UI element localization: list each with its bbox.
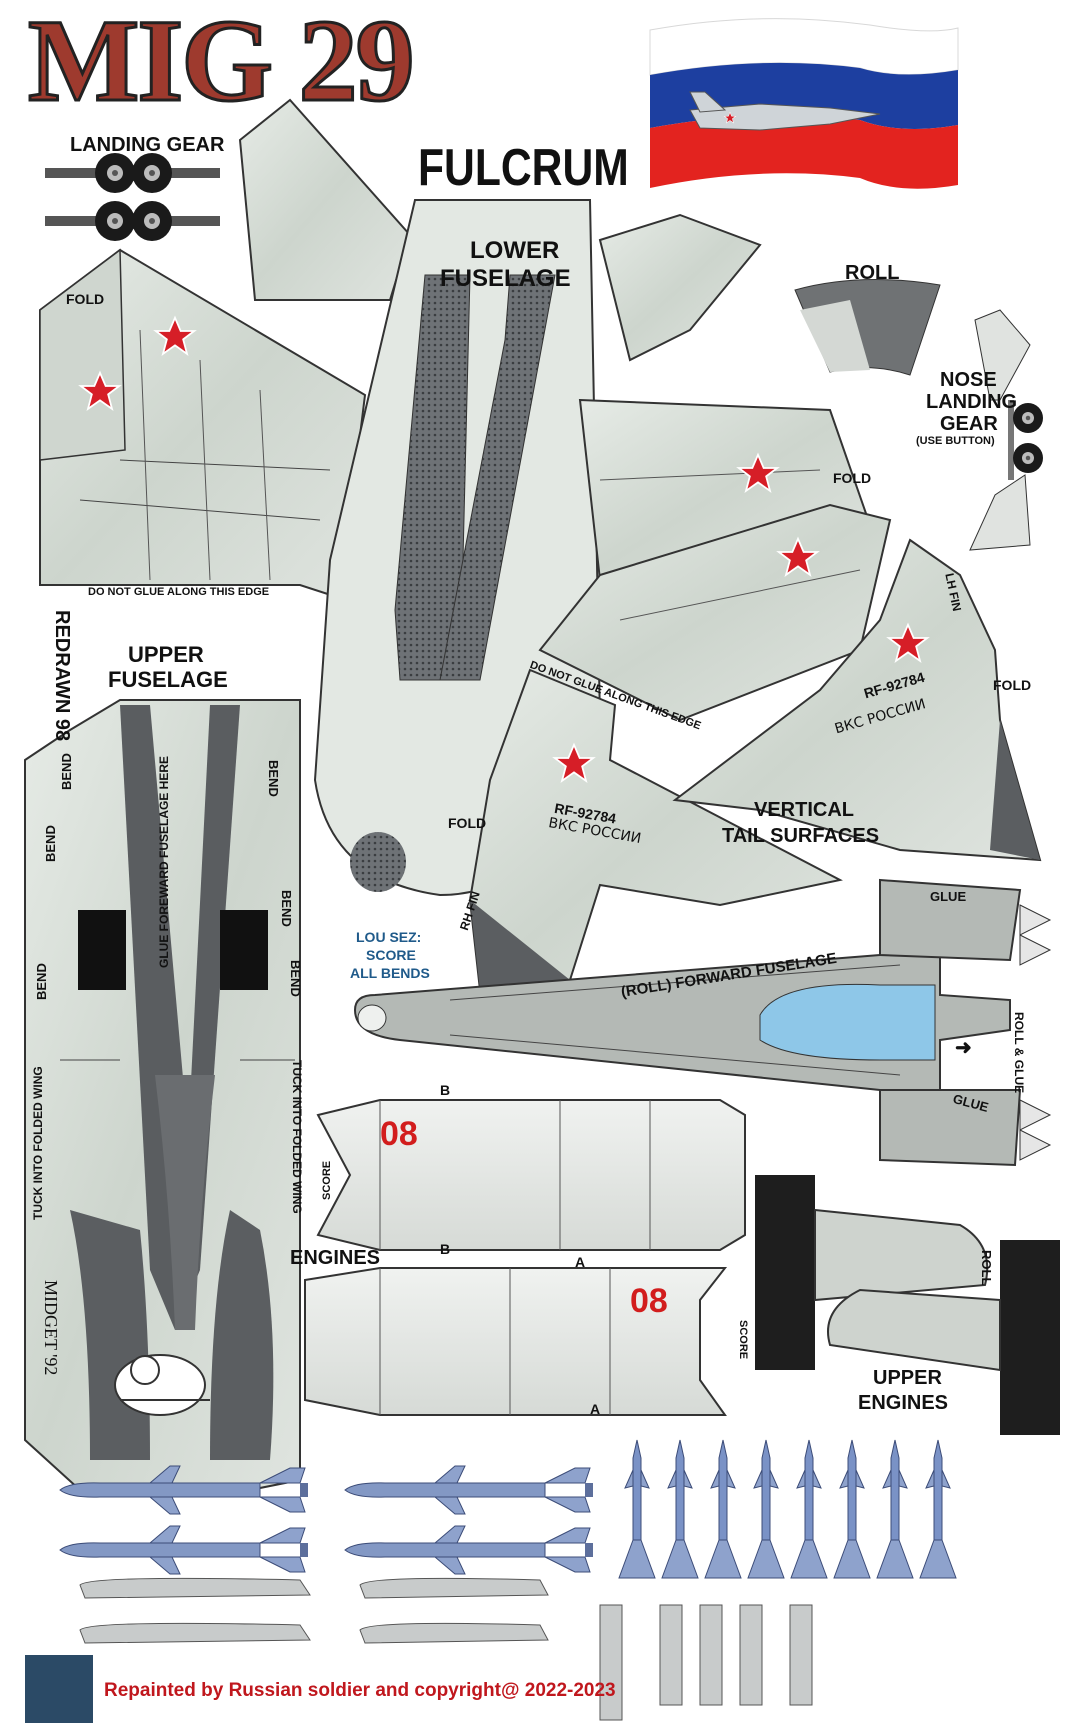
upper-fuselage-label-2: FUSELAGE [108, 667, 228, 692]
credit-text: Repainted by Russian soldier and copyrig… [104, 1680, 616, 1701]
forward-fuselage-part [353, 878, 1052, 1167]
engine-letter-b-bottom: B [440, 1241, 451, 1257]
do-not-glue-left: DO NOT GLUE ALONG THIS EDGE [88, 586, 270, 598]
avatar [25, 1655, 93, 1723]
bend-label-3: BEND [34, 963, 49, 1000]
russian-flag [649, 18, 959, 189]
nose-gear-label-1: NOSE [940, 369, 997, 391]
nose-gear-label-2: LANDING [926, 391, 1018, 413]
lou-sez-label-3: ALL BENDS [350, 965, 430, 981]
missiles-vertical [599, 1439, 957, 1721]
score-label-left: SCORE [321, 1160, 333, 1200]
arrow-icon: ➜ [955, 1037, 972, 1059]
bend-label-2: BEND [43, 825, 58, 862]
redrawn-label: REDRAWN 98 [51, 610, 73, 742]
roll-glue-label: ROLL & GLUE [1012, 1012, 1026, 1094]
bend-label-5: BEND [279, 890, 294, 927]
roll-label: ROLL [845, 262, 900, 284]
engine-number-right: 08 [630, 1282, 668, 1320]
upper-engines-part [755, 1175, 1060, 1435]
tuck-label-right: TUCK INTO FOLDED WING [290, 1060, 304, 1214]
page-title: MIG 29 [27, 0, 417, 126]
fold-label-left-wing: FOLD [66, 291, 105, 307]
engine-parts [304, 1099, 746, 1416]
engine-letter-a-top: A [575, 1254, 586, 1270]
upper-fuselage-label-1: UPPER [128, 642, 204, 667]
roll-label-upper-engines: ROLL [979, 1250, 994, 1286]
bend-label-1: BEND [59, 753, 74, 790]
lower-fuselage-label-1: LOWER [470, 237, 560, 264]
engine-number-left: 08 [380, 1115, 418, 1153]
lou-sez-label-2: SCORE [366, 947, 416, 963]
nose-landing-gear-part [969, 309, 1043, 551]
glue-label-top: GLUE [930, 889, 967, 904]
roll-part [794, 279, 941, 376]
vertical-tail-label-1: VERTICAL [754, 799, 854, 821]
artist-signature: MIDGET '92 [41, 1280, 61, 1376]
fold-label-rh-fin: FOLD [448, 815, 487, 831]
engine-letter-a-bottom: A [590, 1401, 601, 1417]
glue-forward-label: GLUE FOREWARD FUSELAGE HERE [157, 755, 171, 968]
nose-gear-label-4: (USE BUTTON) [916, 435, 995, 447]
bend-label-6: BEND [288, 960, 303, 997]
page-subtitle: FULCRUM [418, 139, 629, 197]
landing-gear-parts [45, 153, 220, 241]
bend-label-4: BEND [266, 760, 281, 797]
vertical-tail-label-2: TAIL SURFACES [722, 825, 880, 847]
landing-gear-label: LANDING GEAR [70, 134, 225, 156]
engine-letter-b-top: B [440, 1082, 451, 1098]
fold-label-lh-fin: FOLD [993, 677, 1032, 693]
pilot-cartoon [114, 1354, 210, 1416]
score-label-right: SCORE [737, 1320, 749, 1360]
tuck-label-left: TUCK INTO FOLDED WING [31, 1066, 45, 1220]
upper-engines-label-2: ENGINES [858, 1392, 949, 1414]
engines-label: ENGINES [290, 1247, 381, 1269]
fold-label-right-wing: FOLD [833, 470, 872, 486]
missiles-horizontal [59, 1465, 594, 1644]
upper-engines-label-1: UPPER [873, 1367, 942, 1389]
lou-sez-label-1: LOU SEZ: [356, 929, 422, 945]
nose-gear-label-3: GEAR [940, 413, 998, 435]
lower-fuselage-label-2: FUSELAGE [440, 265, 571, 292]
tail-fins-part [468, 538, 1042, 992]
